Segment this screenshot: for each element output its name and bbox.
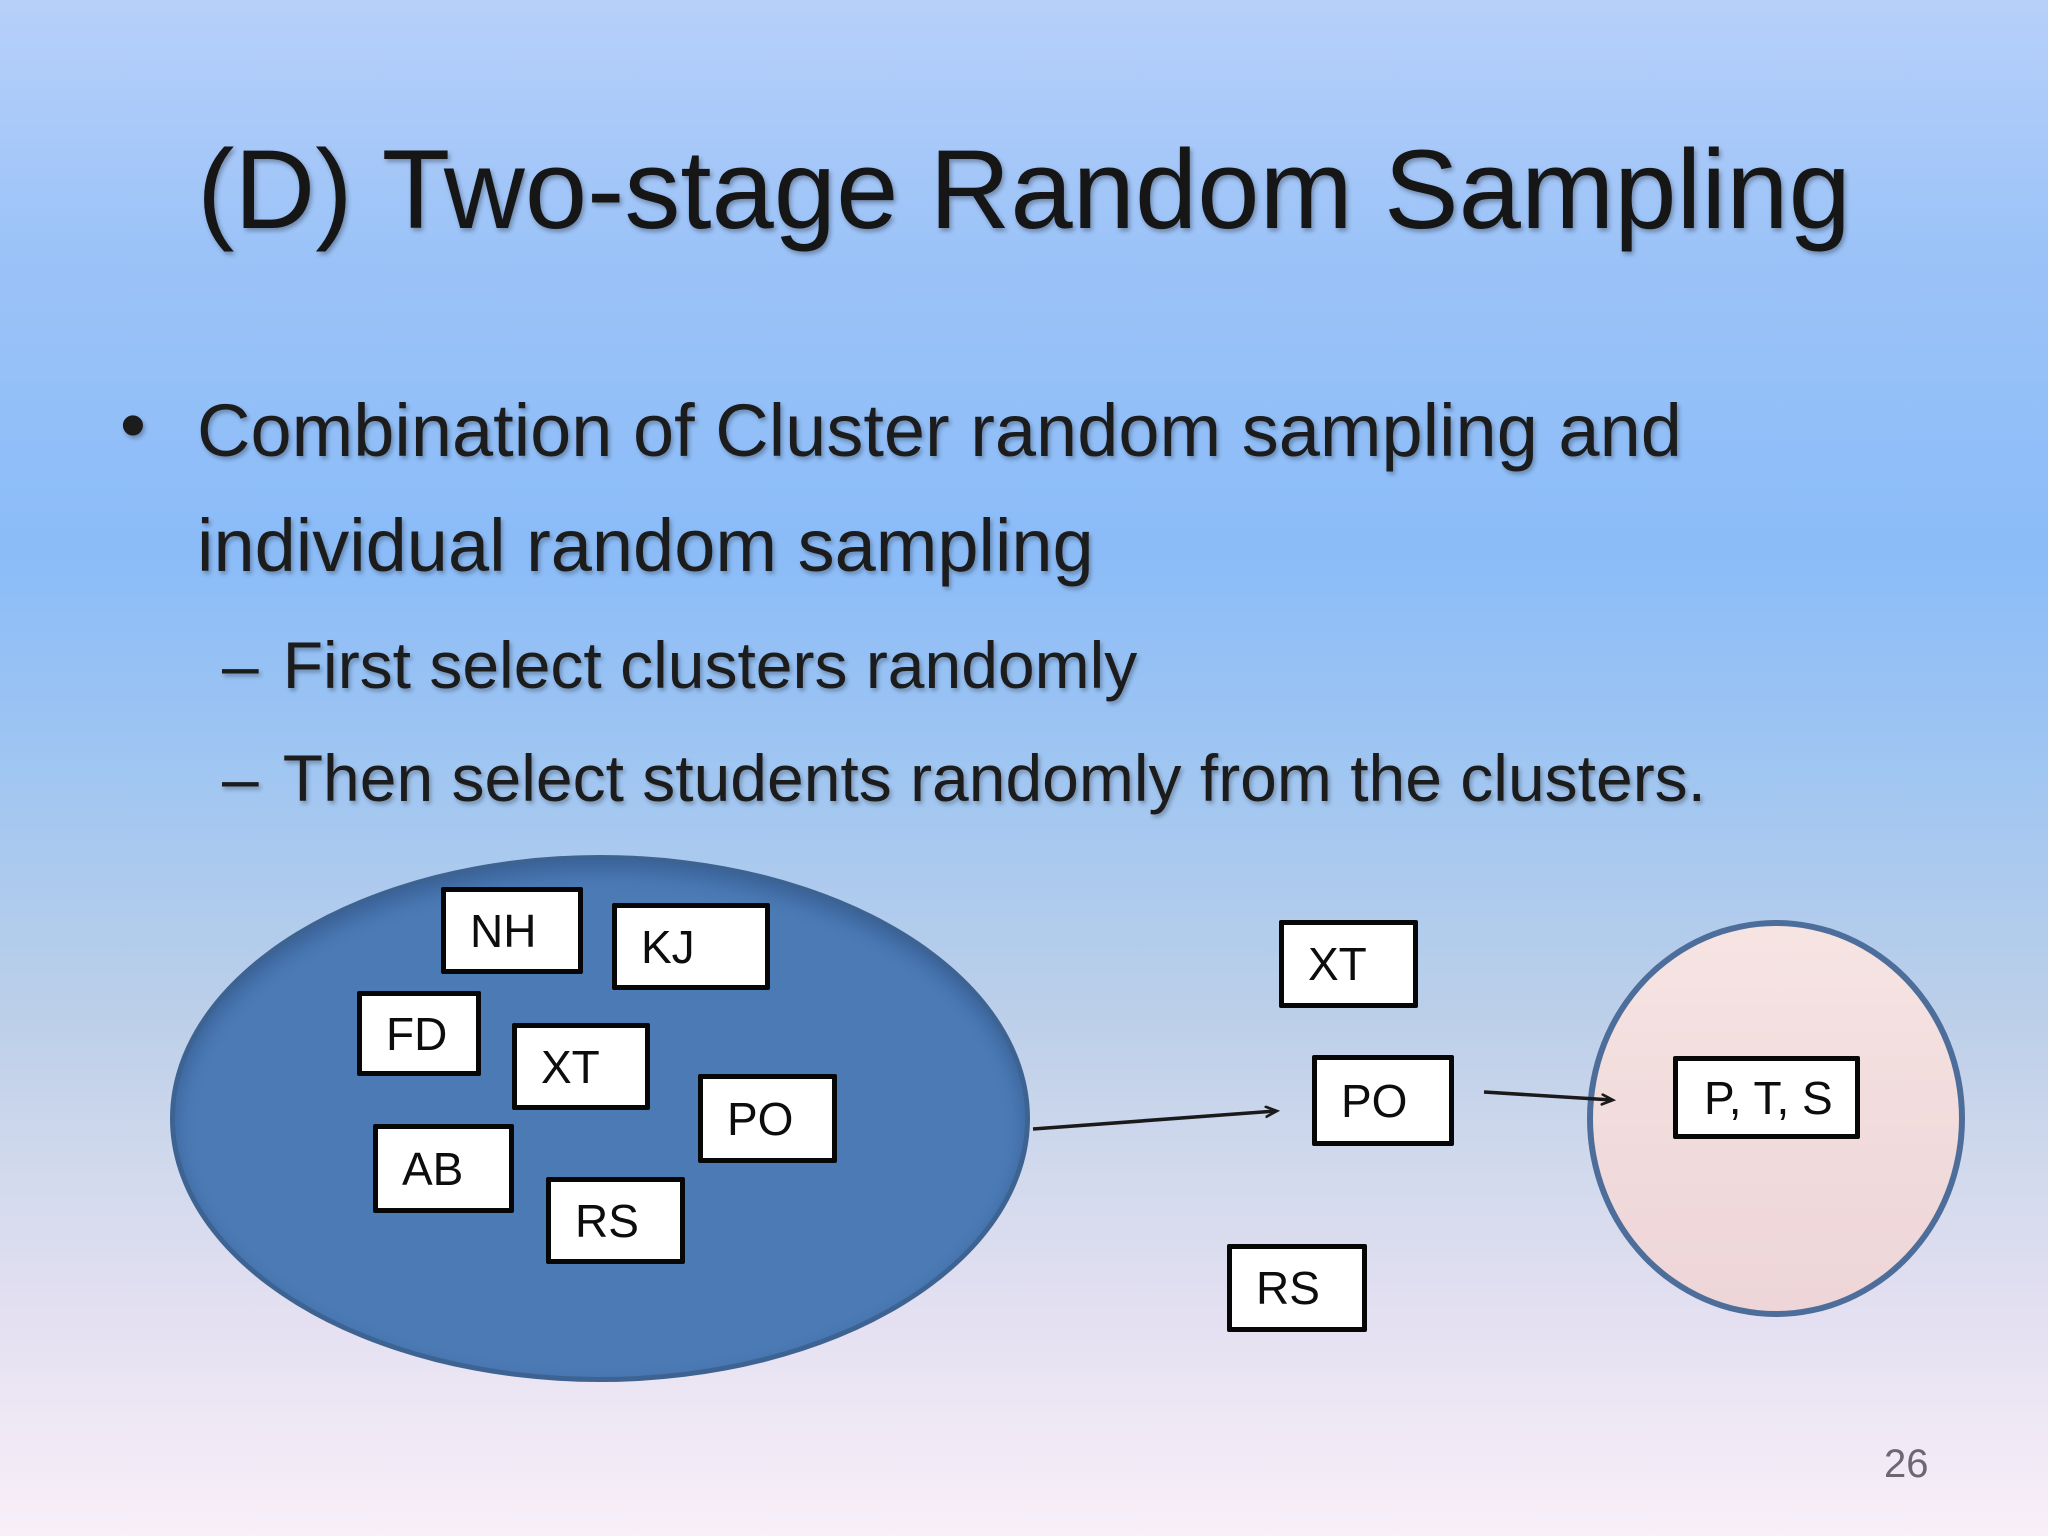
sub-bullet-2: – Then select students randomly from the… bbox=[222, 740, 1706, 816]
cluster-box-label: PO bbox=[727, 1092, 794, 1145]
sub-bullet-dash-icon: – bbox=[222, 628, 259, 702]
sample-box-label: P, T, S bbox=[1704, 1071, 1833, 1124]
population-ellipse bbox=[170, 855, 1030, 1382]
bullet-text-line2: individual random sampling bbox=[197, 504, 1094, 587]
cluster-box-label: AB bbox=[402, 1142, 464, 1195]
cluster-box-ab: AB bbox=[373, 1124, 514, 1213]
sub-bullet-text: Then select students randomly from the c… bbox=[282, 741, 1707, 815]
selected-cluster-box-rs: RS bbox=[1227, 1244, 1367, 1332]
cluster-box-label: RS bbox=[1256, 1262, 1320, 1314]
cluster-box-label: NH bbox=[470, 904, 537, 957]
cluster-box-nh: NH bbox=[441, 887, 583, 974]
sub-bullet-text: First select clusters randomly bbox=[282, 628, 1138, 702]
page-title: (D) Two-stage Random Sampling bbox=[197, 127, 1851, 252]
page-number: 26 bbox=[1884, 1442, 1929, 1486]
selected-cluster-box-xt: XT bbox=[1279, 920, 1418, 1008]
cluster-box-label: PO bbox=[1341, 1074, 1408, 1127]
cluster-box-label: FD bbox=[386, 1007, 448, 1060]
cluster-box-label: RS bbox=[575, 1194, 639, 1247]
cluster-box-po: PO bbox=[698, 1074, 837, 1163]
selected-cluster-box-po: PO bbox=[1312, 1055, 1454, 1146]
cluster-box-fd: FD bbox=[357, 991, 481, 1076]
cluster-box-kj: KJ bbox=[612, 903, 770, 990]
bullet-text-line1: Combination of Cluster random sampling a… bbox=[197, 389, 1682, 472]
cluster-box-label: XT bbox=[541, 1040, 600, 1093]
sub-bullet-dash-icon: – bbox=[222, 741, 259, 815]
cluster-box-label: XT bbox=[1308, 938, 1367, 990]
arrow-population-to-selected-icon bbox=[1032, 1111, 1276, 1131]
bullet-dot-icon: • bbox=[120, 383, 146, 466]
cluster-box-label: KJ bbox=[641, 920, 695, 973]
sub-bullet-1: – First select clusters randomly bbox=[222, 627, 1137, 703]
cluster-box-xt: XT bbox=[512, 1023, 650, 1110]
cluster-box-rs: RS bbox=[546, 1177, 685, 1264]
sample-box: P, T, S bbox=[1673, 1056, 1860, 1139]
